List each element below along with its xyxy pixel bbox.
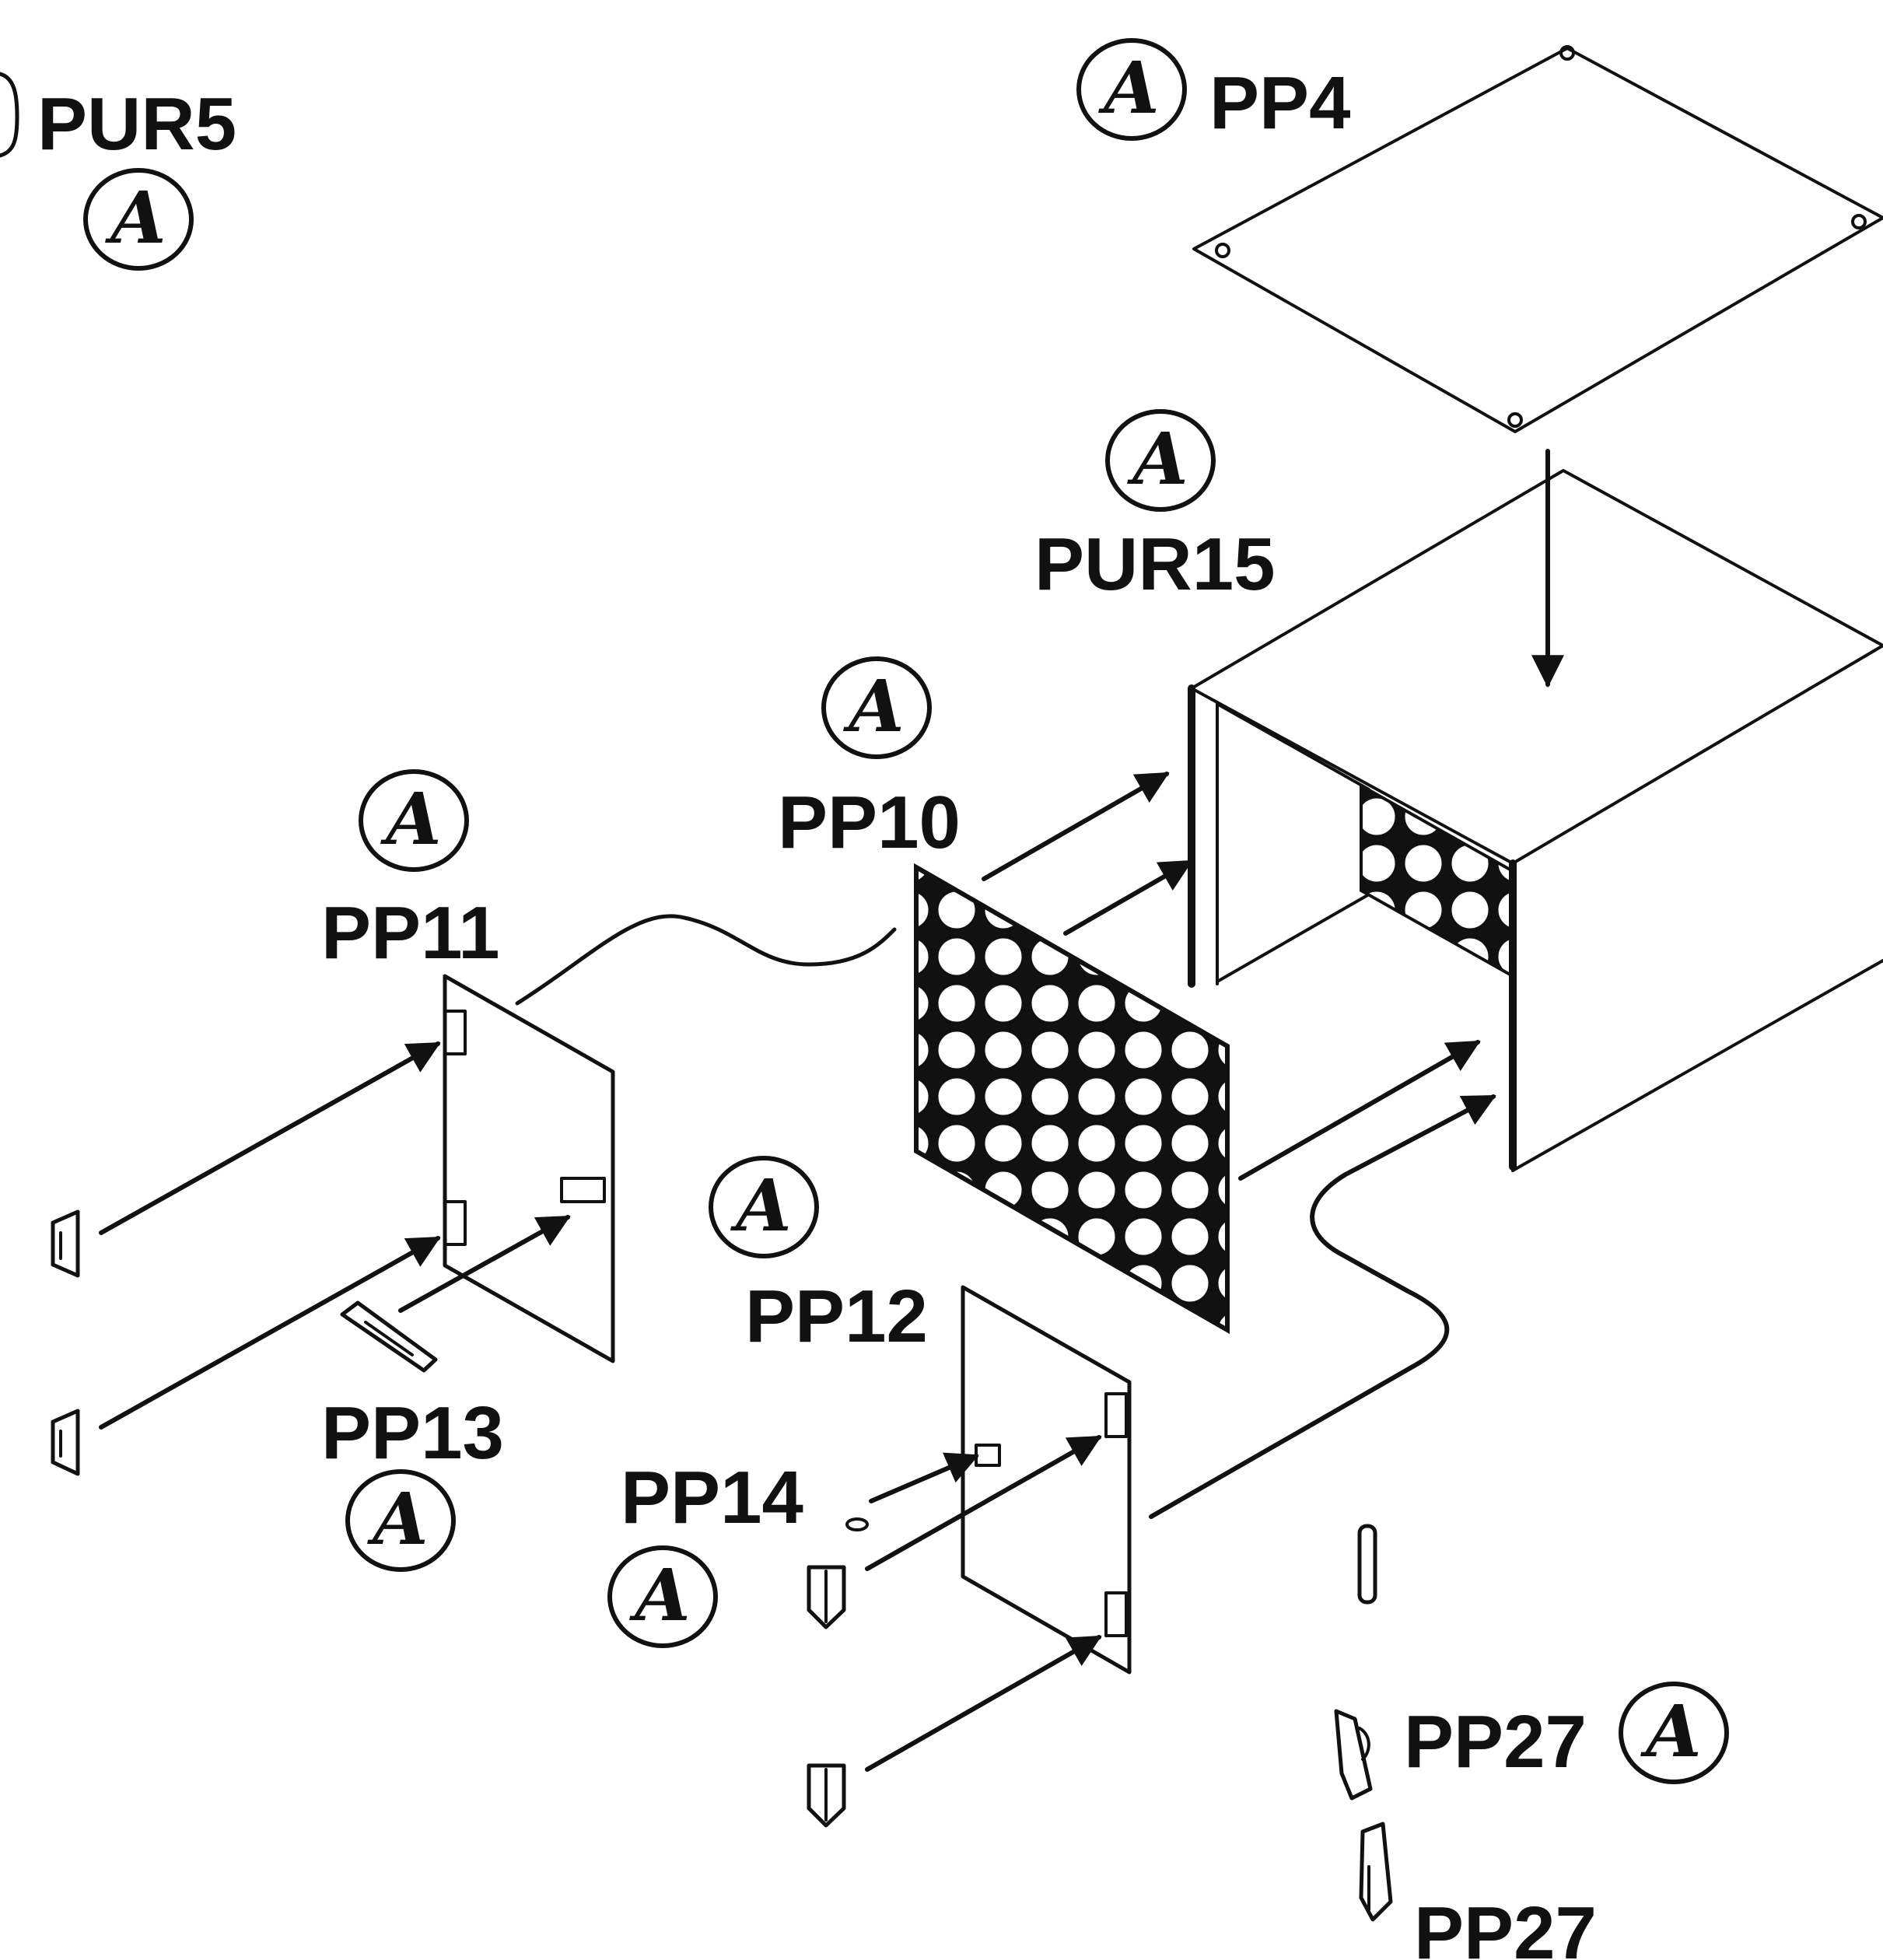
pp12-clip-upper-icon [807,1565,846,1629]
pp13-strip [340,1300,438,1373]
pp14-a-marker: A [607,1545,718,1648]
svg-text:A: A [366,1477,428,1561]
pp11-panel [443,974,615,1363]
pp14-arrow [869,1452,979,1503]
svg-text:A: A [1097,46,1159,130]
pp11-a-marker: A [359,769,469,872]
label-pp11: PP11 [321,891,500,975]
label-pp14: PP14 [621,1456,803,1539]
pp10-honeycomb-panel [914,863,1230,1335]
pur5-part-icon [0,72,19,158]
pp27-rod [1357,1524,1377,1605]
label-pp13: PP13 [321,1391,504,1475]
pp11-arrow-lower [99,1236,441,1430]
pp12-a-marker: A [709,1156,819,1258]
svg-text:A: A [380,777,441,861]
pp11-clip-lower-icon [51,1409,80,1476]
label-pp4: PP4 [1209,61,1350,145]
pp13-arrow [398,1215,571,1313]
pur15-rear-honeycomb [1360,782,1514,979]
pp12-cable-to-box [1149,1094,1496,1519]
pp12-arrow-lower [865,1635,1102,1772]
label-pur5: PUR5 [37,82,236,166]
label-pp27-lower: PP27 [1414,1892,1597,1960]
pp4-top-panel [1192,45,1883,433]
pur15-a-marker: A [1105,409,1216,512]
pp10-arrow-right-upper [1238,1040,1481,1181]
pp27-a-marker: A [1619,1682,1729,1784]
pp13-a-marker: A [345,1469,456,1572]
svg-text:A: A [1640,1689,1701,1773]
label-pp12: PP12 [745,1275,928,1358]
pp11-clip-upper-icon [51,1209,80,1278]
pp14-screw-icon [845,1517,869,1531]
svg-text:A: A [628,1553,690,1637]
pur5-a-marker: A [83,168,194,271]
pp10-arrow-lower [1063,859,1193,936]
svg-text:A: A [104,176,166,260]
pp27-clip-lower-icon [1359,1822,1393,1922]
pp27-clip-upper-icon [1334,1709,1373,1801]
pp11-arrow-upper [99,1041,441,1235]
pp12-panel [961,1285,1132,1675]
label-pur15: PUR15 [1034,523,1275,606]
label-pp27-upper: PP27 [1404,1700,1587,1783]
pp12-clip-lower-icon [807,1763,846,1828]
pur15-box [1188,469,1883,1172]
svg-text:A: A [842,664,904,748]
pp4-a-marker: A [1076,38,1187,141]
pp10-arrow-upper [982,772,1170,881]
svg-text:A: A [1126,417,1188,501]
pp12-arrow-upper [865,1435,1102,1571]
pp11-cable-to-pp10 [515,914,897,1006]
svg-text:A: A [730,1164,791,1248]
pp10-a-marker: A [821,656,932,759]
label-pp10: PP10 [778,781,961,864]
